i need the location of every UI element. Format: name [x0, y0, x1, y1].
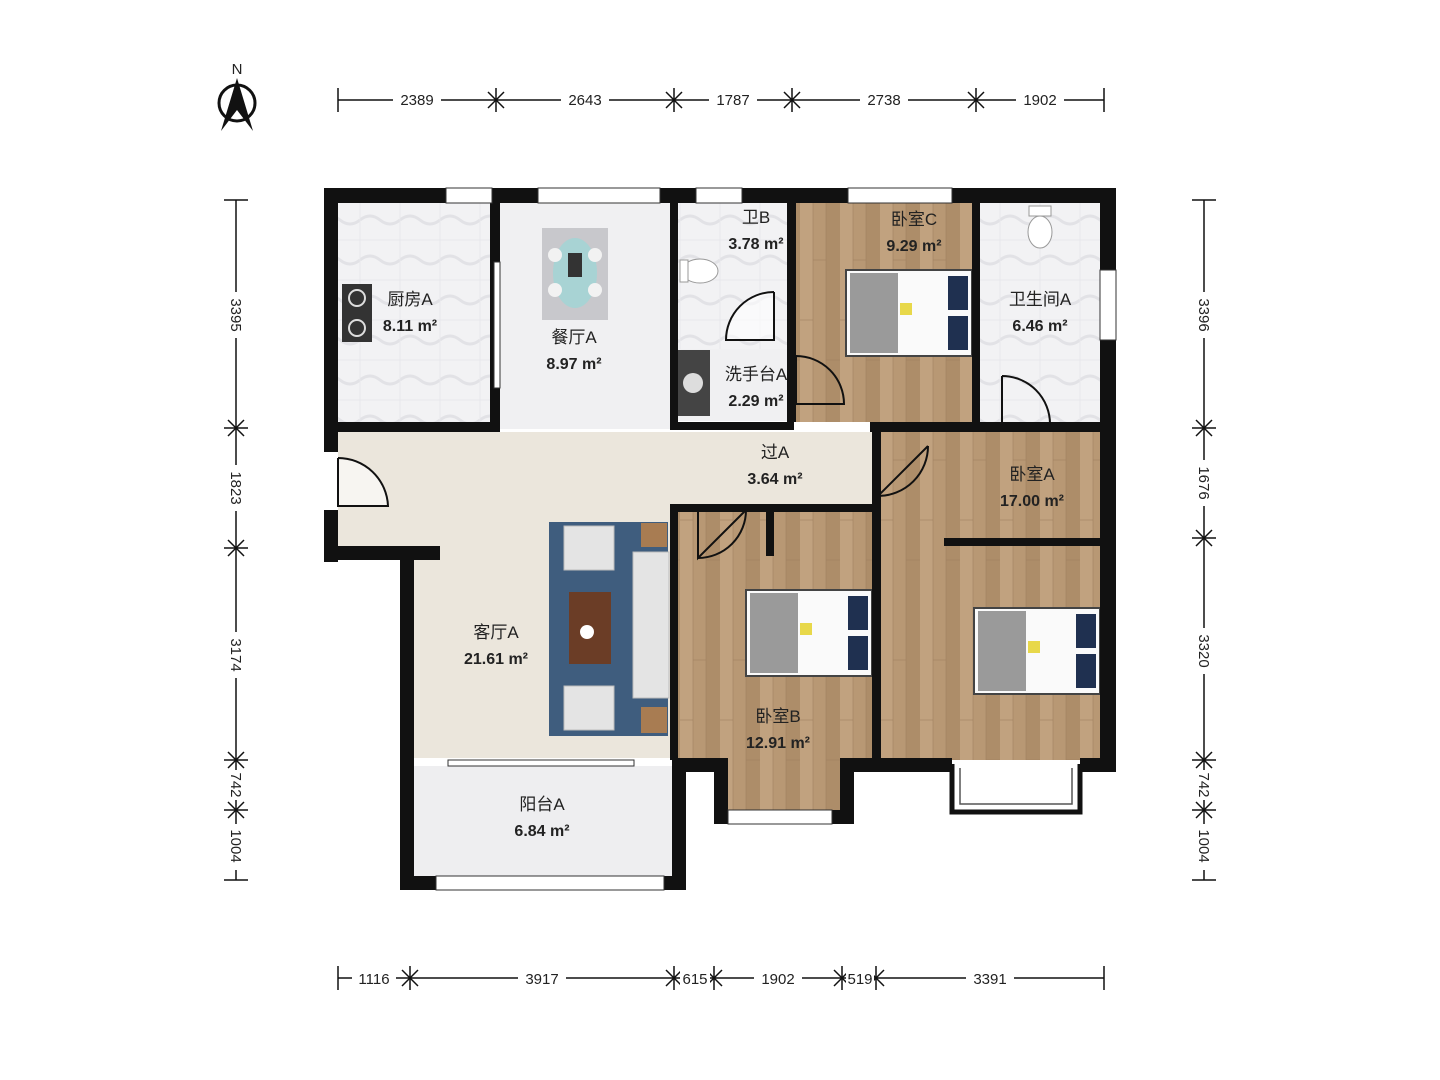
- dim-right-1: 3396: [1195, 298, 1212, 331]
- corridor-name: 过A: [761, 443, 790, 462]
- dim-top-ticks: [337, 88, 1105, 112]
- windows: [435, 187, 1117, 891]
- toilet-bath-a: [1027, 205, 1053, 249]
- dim-bottom-4: 1902: [761, 971, 794, 988]
- bedroom-b-name: 卧室B: [755, 707, 800, 726]
- bedroom-a-name: 卧室A: [1009, 465, 1055, 484]
- balcony-floor: [412, 766, 674, 878]
- balcony-name: 阳台A: [519, 795, 565, 814]
- dim-bottom-1: 1116: [358, 971, 389, 988]
- bedroom-c-area: 9.29 m²: [886, 238, 941, 255]
- bedroom-b-area: 12.91 m²: [746, 735, 810, 752]
- dim-left-1: 3395: [227, 298, 244, 331]
- dining-area: 8.97 m²: [546, 356, 601, 373]
- dim-top-1: 2389: [400, 92, 433, 109]
- dim-top-3: 1787: [716, 92, 749, 109]
- doors: [337, 291, 1052, 561]
- corridor-area: 3.64 m²: [747, 471, 802, 488]
- dim-bottom-2: 3917: [525, 971, 558, 988]
- dim-left-2: 1823: [227, 471, 244, 504]
- dim-bottom-6: 3391: [973, 971, 1006, 988]
- bath-a-name: 卫生间A: [1009, 290, 1072, 309]
- balcony-area: 6.84 m²: [514, 823, 569, 840]
- vanity-area: 2.29 m²: [728, 393, 783, 410]
- gas-stove: [342, 284, 372, 342]
- room-labels: 厨房A 8.11 m² 餐厅A 8.97 m² 卫B 3.78 m² 卧室C 9…: [383, 208, 1072, 840]
- dim-left-5: 1004: [227, 829, 244, 862]
- bed-a: [973, 607, 1101, 695]
- dim-bottom: 1116 3917 615 1902 519 3391: [337, 966, 1105, 990]
- north-arrow-icon: N: [217, 61, 257, 131]
- dim-left: 3395 1823 3174 742 1004: [224, 199, 248, 881]
- north-label: N: [232, 61, 243, 78]
- bath-b-area: 3.78 m²: [728, 236, 783, 253]
- dim-top-2: 2643: [568, 92, 601, 109]
- living-area: 21.61 m²: [464, 651, 528, 668]
- dim-right-5: 1004: [1195, 829, 1212, 862]
- dim-left-4: 742: [227, 772, 244, 797]
- kitchen-name: 厨房A: [387, 290, 433, 309]
- dim-right-4: 742: [1195, 772, 1212, 797]
- toilet-bath-b: [679, 258, 719, 284]
- vanity-name: 洗手台A: [725, 365, 788, 384]
- bath-a-area: 6.46 m²: [1012, 318, 1067, 335]
- dim-top-4: 2738: [867, 92, 900, 109]
- dim-left-3: 3174: [227, 638, 244, 671]
- corridor-floor: [338, 432, 872, 504]
- dim-top-5: 1902: [1023, 92, 1056, 109]
- dining-table: [542, 228, 608, 320]
- dim-top: 2389 2643 1787 2738 1902: [337, 88, 1105, 112]
- sofa-set: [549, 522, 670, 736]
- wash-basin: [677, 350, 710, 416]
- bedroom-c-name: 卧室C: [891, 210, 937, 229]
- dim-bottom-3: 615: [682, 971, 707, 988]
- bedroom-a-area: 17.00 m²: [1000, 493, 1064, 510]
- dim-bottom-5: 519: [847, 971, 872, 988]
- dining-name: 餐厅A: [551, 328, 597, 347]
- dim-right: 3396 1676 3320 742 1004: [1192, 199, 1216, 881]
- bedroom-a-floor: [880, 432, 1100, 760]
- kitchen-area: 8.11 m²: [383, 318, 437, 335]
- living-name: 客厅A: [473, 623, 519, 642]
- bed-b: [745, 589, 873, 677]
- bath-b-name: 卫B: [742, 208, 770, 227]
- dim-right-3: 3320: [1195, 634, 1212, 667]
- bed-c: [845, 269, 973, 357]
- dim-right-2: 1676: [1195, 466, 1212, 499]
